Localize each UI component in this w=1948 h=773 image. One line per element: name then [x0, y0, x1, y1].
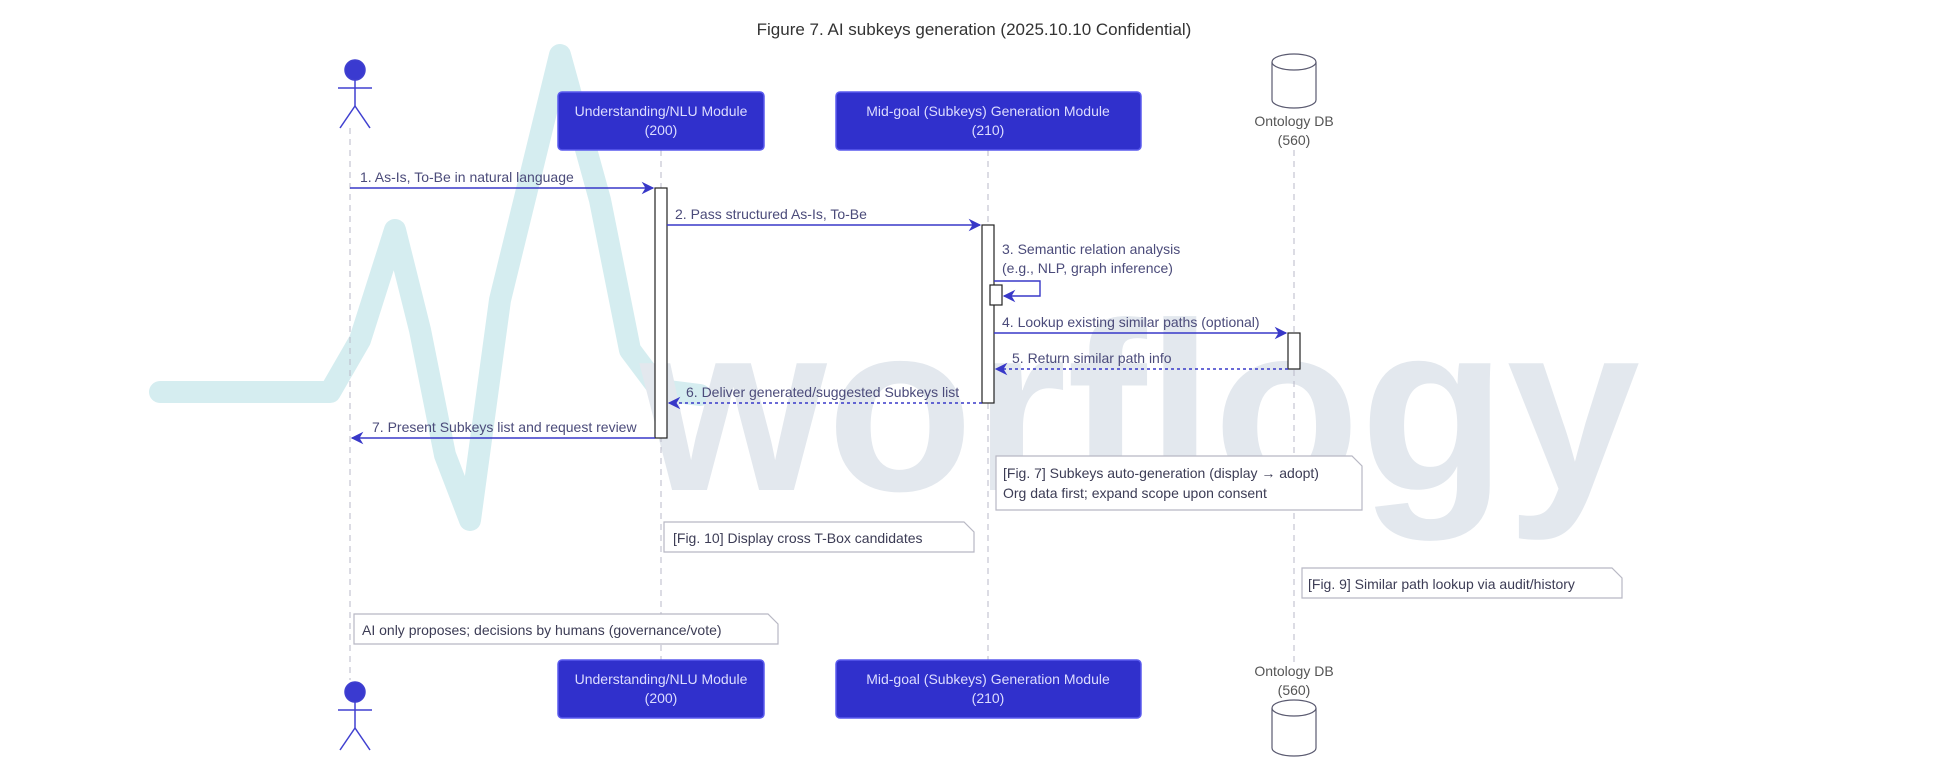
participant-db-top: Ontology DB (560): [1254, 53, 1334, 148]
actor-icon: [338, 59, 372, 129]
note-governance-text: AI only proposes; decisions by humans (g…: [362, 622, 722, 638]
participant-user-top: [338, 59, 372, 129]
participant-db-id-bottom: (560): [1278, 682, 1311, 698]
activation-midgoal-self: [989, 284, 1003, 306]
message-7-label: 7. Present Subkeys list and request revi…: [372, 419, 637, 435]
note-fig10: [Fig. 10] Display cross T-Box candidates: [663, 521, 975, 553]
message-2-label: 2. Pass structured As-Is, To-Be: [675, 206, 867, 222]
participant-midgoal-bottom: Mid-goal (Subkeys) Generation Module (21…: [835, 659, 1142, 719]
watermark: worflogy: [149, 44, 1640, 541]
note-fig7-line2: Org data first; expand scope upon consen…: [1003, 485, 1267, 501]
message-3-self-arrow: [994, 280, 1041, 303]
note-fig7: [Fig. 7] Subkeys auto-generation (displa…: [995, 455, 1363, 511]
participant-db-bottom: Ontology DB (560): [1254, 663, 1334, 757]
message-4-label: 4. Lookup existing similar paths (option…: [1002, 314, 1260, 330]
participant-nlu-top: Understanding/NLU Module (200): [557, 91, 765, 151]
database-icon: [1271, 53, 1317, 109]
participant-nlu-name: Understanding/NLU Module: [575, 103, 748, 119]
participant-nlu-bottom: Understanding/NLU Module (200): [557, 659, 765, 719]
participant-db-name: Ontology DB: [1254, 113, 1333, 129]
participant-midgoal-id: (210): [972, 122, 1005, 138]
participant-midgoal-id-bottom: (210): [972, 690, 1005, 706]
participant-nlu-id: (200): [645, 122, 678, 138]
database-icon: [1271, 699, 1317, 757]
participant-midgoal-top: Mid-goal (Subkeys) Generation Module (21…: [835, 91, 1142, 151]
watermark-pulse-line: [149, 44, 711, 531]
message-5-label: 5. Return similar path info: [1012, 350, 1172, 366]
message-3-label-line1: 3. Semantic relation analysis: [1002, 241, 1180, 257]
participant-midgoal-name: Mid-goal (Subkeys) Generation Module: [866, 103, 1110, 119]
diagram-title: Figure 7. AI subkeys generation (2025.10…: [757, 20, 1192, 39]
participant-nlu-id-bottom: (200): [645, 690, 678, 706]
activation-db: [1287, 332, 1301, 370]
message-3-label-line2: (e.g., NLP, graph inference): [1002, 260, 1173, 276]
note-fig9-text: [Fig. 9] Similar path lookup via audit/h…: [1308, 576, 1575, 592]
message-1-label: 1. As-Is, To-Be in natural language: [360, 169, 574, 185]
participant-user-bottom: [338, 681, 372, 751]
participant-nlu-name-bottom: Understanding/NLU Module: [575, 671, 748, 687]
participant-db-id: (560): [1278, 132, 1311, 148]
note-fig9: [Fig. 9] Similar path lookup via audit/h…: [1301, 567, 1623, 599]
note-governance: AI only proposes; decisions by humans (g…: [353, 613, 779, 645]
note-fig7-line1: [Fig. 7] Subkeys auto-generation (displa…: [1003, 465, 1319, 481]
activation-midgoal: [981, 224, 995, 404]
note-fig10-text: [Fig. 10] Display cross T-Box candidates: [673, 530, 923, 546]
participant-db-name-bottom: Ontology DB: [1254, 663, 1333, 679]
activation-nlu: [654, 187, 668, 439]
message-6-label: 6. Deliver generated/suggested Subkeys l…: [686, 384, 959, 400]
participant-midgoal-name-bottom: Mid-goal (Subkeys) Generation Module: [866, 671, 1110, 687]
actor-icon: [338, 681, 372, 751]
